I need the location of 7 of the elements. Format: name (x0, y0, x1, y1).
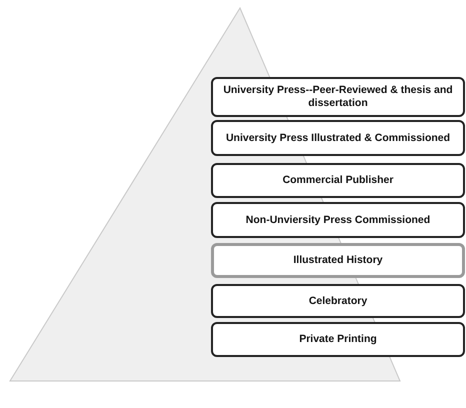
tier-label-box: University Press Illustrated & Commissioned (211, 120, 465, 156)
tier-label-box: Celebratory (211, 284, 465, 318)
tier-label-box: Illustrated History (211, 243, 465, 278)
tier-label-box: Non-Unviersity Press Commissioned (211, 202, 465, 238)
tier-label-box: Private Printing (211, 322, 465, 357)
tier-label-box: Commercial Publisher (211, 163, 465, 198)
tier-label-box: University Press--Peer-Reviewed & thesis and dissertation (211, 77, 465, 117)
